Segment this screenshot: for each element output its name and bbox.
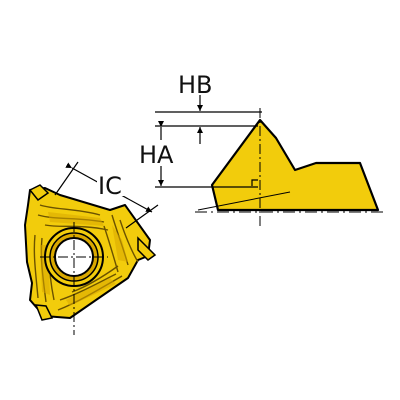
cutting-corner-top [28,184,50,202]
right-angle-marker [251,179,258,186]
ic-extension-line-left [54,161,79,196]
ha-label: HA [139,141,174,169]
ha-hb-dimensions: HA HB [138,71,262,188]
thread-angle-reference-line [197,191,291,211]
insert-profile-body [210,118,380,212]
cutting-corner-right [137,236,157,261]
top-view-insert [24,184,157,335]
hb-label: HB [178,71,213,99]
cutting-corner-bottom [34,304,54,321]
ic-dimension: IC [54,161,159,229]
ic-label-background [97,170,129,196]
ic-label: IC [98,172,122,200]
ic-extension-line-right [125,204,159,229]
ha-label-background [138,140,180,166]
